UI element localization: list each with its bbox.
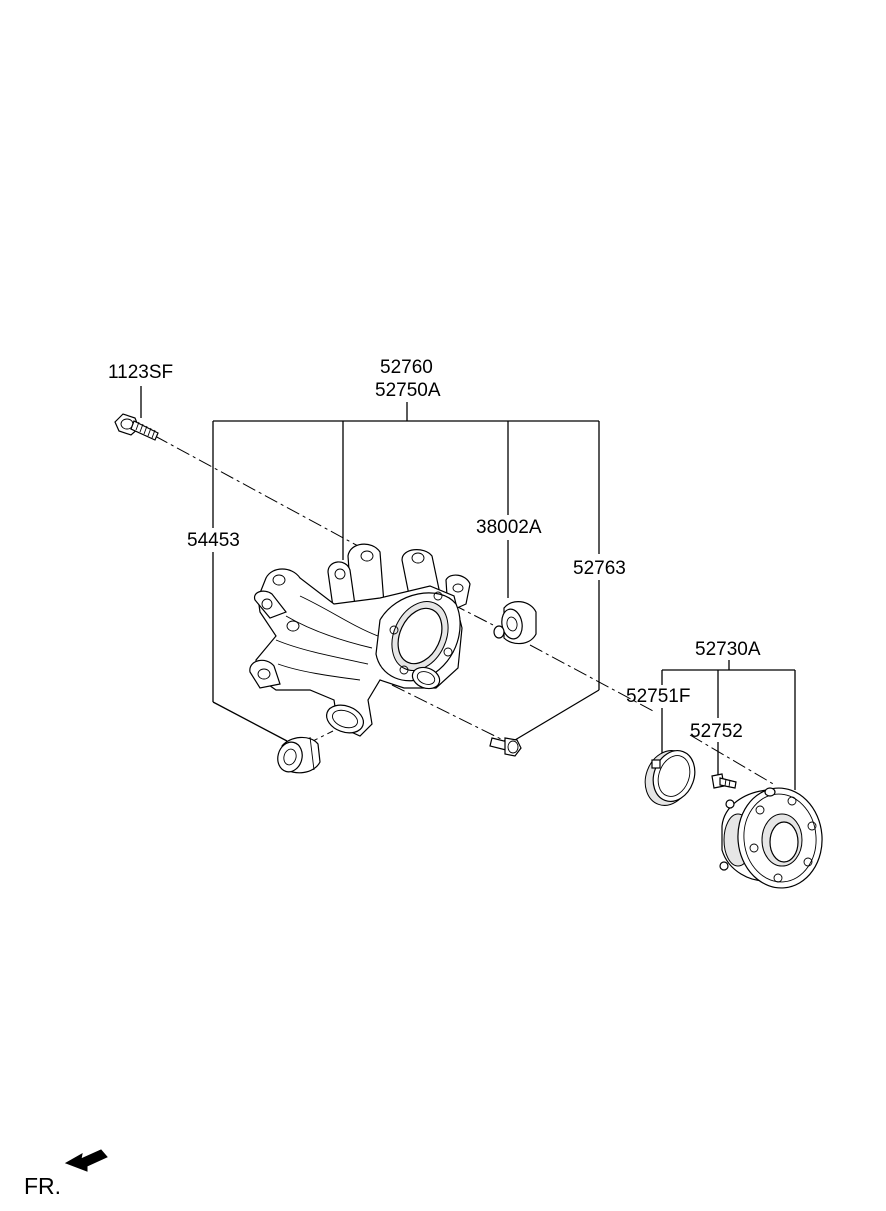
label-52730A: 52730A bbox=[695, 639, 761, 660]
bolt-1123SF bbox=[114, 413, 159, 441]
label-38002A: 38002A bbox=[476, 517, 542, 538]
front-arrow-icon bbox=[64, 1149, 108, 1172]
stud-bolt-52752 bbox=[711, 773, 737, 789]
bolt-52763 bbox=[489, 737, 522, 757]
bushing-54453 bbox=[277, 736, 321, 774]
label-52752: 52752 bbox=[690, 721, 743, 742]
leader-lines bbox=[140, 386, 796, 790]
bushing-38002A bbox=[493, 601, 537, 645]
seal-52751F bbox=[644, 750, 696, 806]
assembly-axis-lines bbox=[154, 435, 776, 786]
front-direction-label: FR. bbox=[24, 1173, 61, 1199]
label-54453: 54453 bbox=[187, 530, 240, 551]
label-52750A: 52750A bbox=[375, 380, 441, 401]
rear-knuckle bbox=[249, 543, 471, 737]
hub-assembly-52730A bbox=[719, 787, 823, 889]
label-52763: 52763 bbox=[573, 558, 626, 579]
label-1123SF: 1123SF bbox=[108, 362, 173, 383]
label-52760: 52760 bbox=[380, 357, 433, 378]
label-52751F: 52751F bbox=[626, 686, 690, 707]
